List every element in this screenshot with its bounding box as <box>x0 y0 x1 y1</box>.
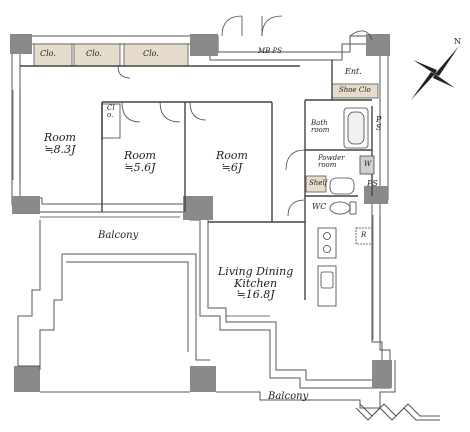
closet-areas <box>33 43 379 193</box>
compass-north-label: N <box>454 37 461 46</box>
wc-label: WC <box>312 202 327 211</box>
ldk-label: Living Dining Kitchen ≒16.8J <box>218 266 293 301</box>
powder-room-label: Powder room <box>318 154 345 170</box>
balcony-north-label: Balcony <box>98 230 139 241</box>
shelf-label: Shelf <box>309 179 328 187</box>
compass-icon <box>411 46 459 100</box>
closet-label-2: Clo. <box>86 49 102 58</box>
room-3-label: Room ≒6J <box>216 150 248 173</box>
closet-label-small: Clo. <box>107 104 115 120</box>
room-1-label: Room ≒8.3J <box>44 132 76 155</box>
powder-label-line2: room <box>318 161 337 170</box>
room-1-name: Room <box>44 131 76 144</box>
ldk-name-line2: Kitchen <box>234 276 278 290</box>
shoe-closet-label: Shoe Clo <box>339 86 371 94</box>
ps-label-a: P S <box>376 115 382 133</box>
fixtures <box>101 103 375 307</box>
room-2-name: Room <box>124 149 156 162</box>
ps-label-a-line1: P <box>376 115 382 124</box>
bath-label: Bath room <box>311 119 330 135</box>
ps-label-a-line2: S <box>376 123 382 133</box>
room-1-size: ≒8.3J <box>44 142 76 156</box>
room-3-size: ≒6J <box>221 160 243 174</box>
ps-label-b: PS <box>367 179 378 188</box>
closet-label-1: Clo. <box>40 49 56 58</box>
fridge-label: R <box>361 231 367 239</box>
powder-label-line1: Powder <box>318 154 345 162</box>
windows <box>12 90 381 340</box>
door-swings <box>117 15 373 217</box>
room-2-label: Room ≒5.6J <box>124 150 156 173</box>
balcony-outline <box>17 220 440 421</box>
ldk-size: ≒16.8J <box>236 288 275 302</box>
room-3-name: Room <box>216 149 248 162</box>
balcony-south-label: Balcony <box>268 391 309 402</box>
closet-label-3: Clo. <box>143 49 159 58</box>
bath-label-line1: Bath <box>311 119 328 127</box>
mbps-label: MB PS <box>258 47 283 55</box>
interior-walls <box>20 60 373 300</box>
ldk-name-line1: Living Dining <box>218 265 294 278</box>
structural-columns <box>10 34 392 392</box>
bath-label-line2: room <box>311 126 330 135</box>
washer-label: W <box>364 160 372 168</box>
room-2-size: ≒5.6J <box>124 160 156 174</box>
entrance-label: Ent. <box>345 67 362 76</box>
